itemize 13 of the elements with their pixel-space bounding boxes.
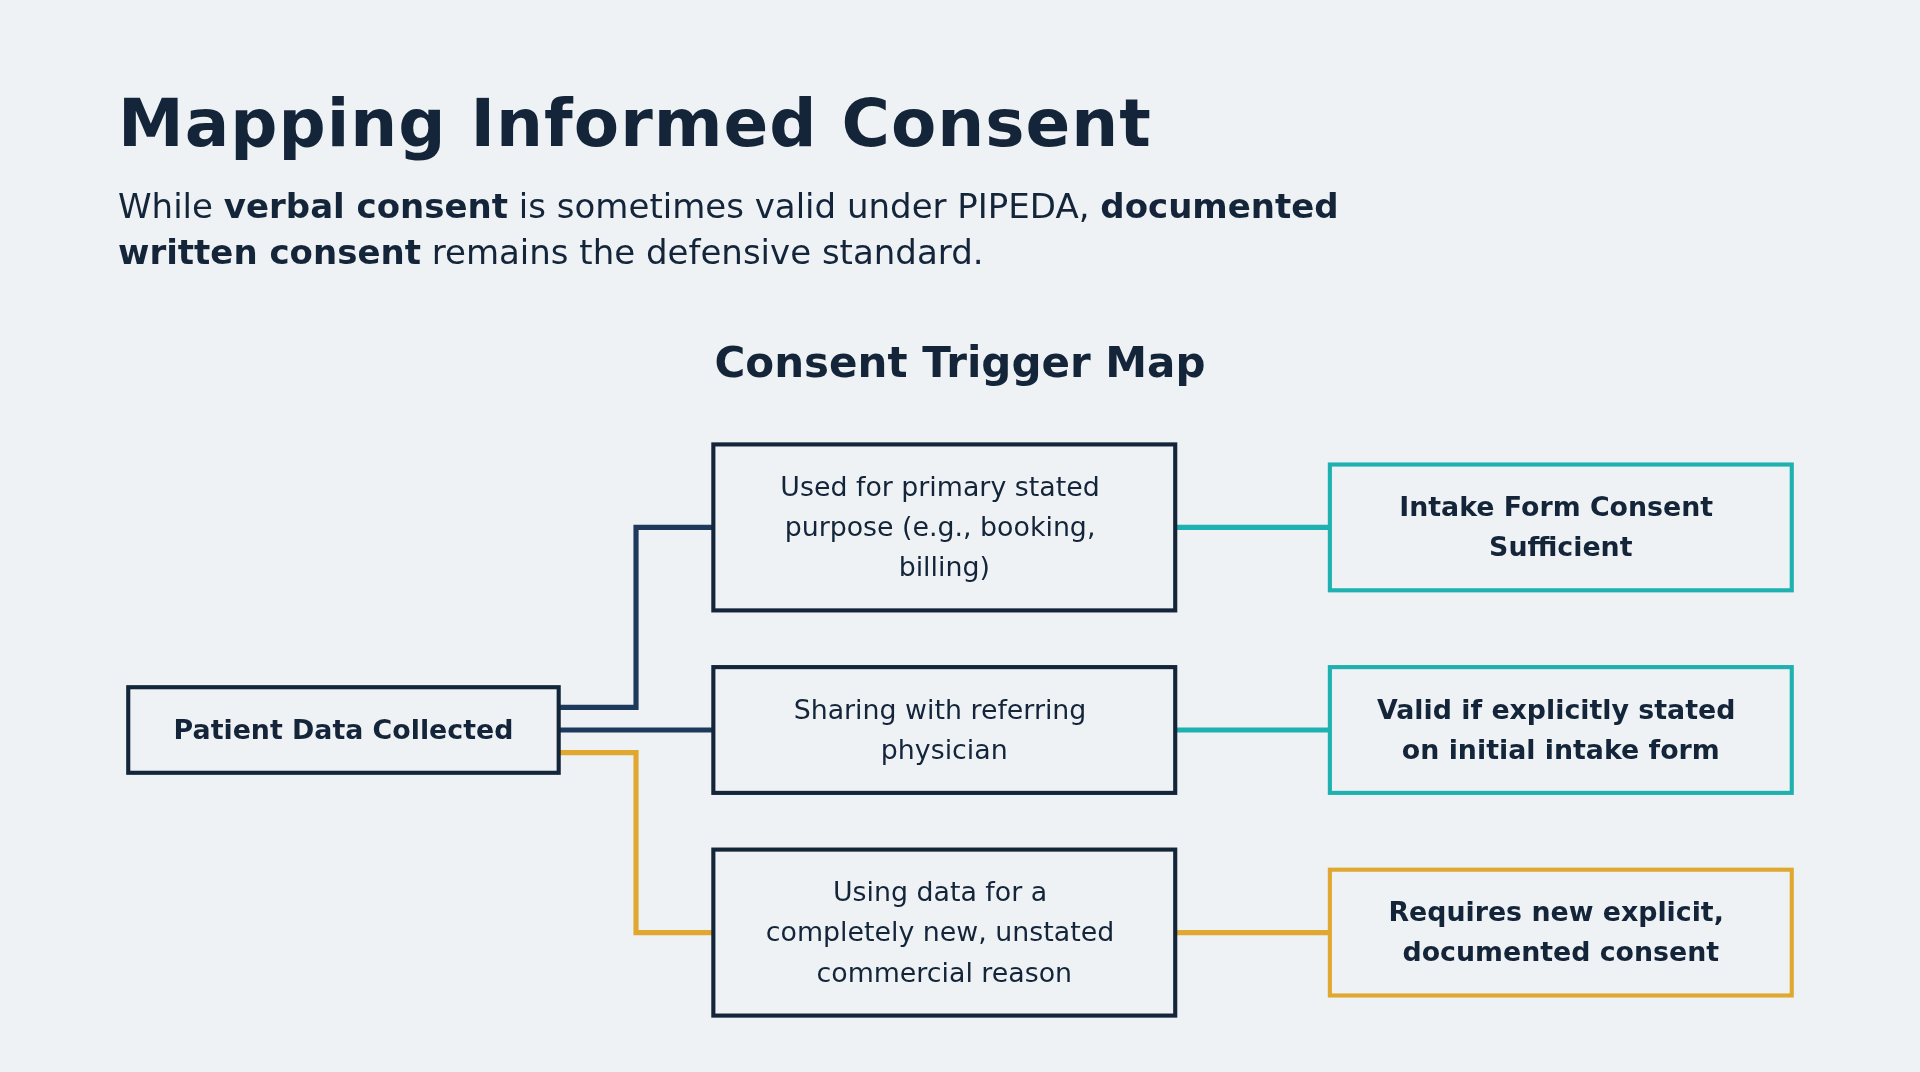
- subtitle: While verbal consent is sometimes valid under PIPEDA, documented written consent remains the defensive standard.: [118, 185, 1340, 274]
- process-box: Requires new explicit, documented consent: [1327, 867, 1794, 998]
- connector-line: [1175, 524, 1330, 530]
- title: Mapping Informed Consent: [118, 88, 1152, 161]
- diagram-heading: Consent Trigger Map: [714, 338, 1206, 387]
- process-box: Sharing with referring physician: [711, 665, 1178, 795]
- process-box: Using data for a completely new, unstated commercial reason: [711, 847, 1178, 1018]
- process-box: Valid if explicitly stated on initial intake form: [1327, 665, 1794, 795]
- process-box: Patient Data Collected: [126, 685, 561, 775]
- connector-line: [1175, 930, 1330, 936]
- process-box: Used for primary stated purpose (e.g., booking, billing): [711, 442, 1178, 613]
- connector-line: [1175, 727, 1330, 733]
- process-box: Intake Form Consent Sufficient: [1327, 462, 1794, 593]
